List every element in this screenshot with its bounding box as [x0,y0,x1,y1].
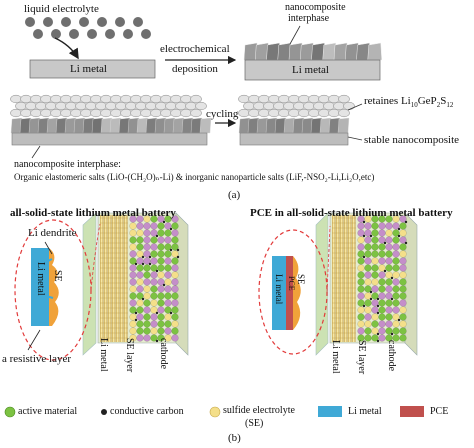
stable-label: stable nanocomposite [364,134,460,146]
caption-line-2: Organic elastomeric salts (LiO-(CH₂O)ₙ-L… [14,172,375,182]
panel-a-label: (a) [228,189,241,201]
cycling-label: cycling [206,108,239,120]
interphase-left [10,117,212,134]
legend-carbon-label: conductive carbon [110,406,184,417]
retains-label: retaines Li10GeP2S12 [364,95,454,110]
li-dendrite-label: Li dendrite [28,227,77,239]
legend-sulfide-label-2: (SE) [245,418,264,429]
stable-pointer [347,136,363,141]
li-metal-slab-right [244,59,381,81]
drop-arrow [54,37,79,60]
battery-left [14,212,189,361]
deposition-label: deposition [172,63,218,75]
legend-pce-label: PCE [430,406,449,417]
li-metal-slab-left [29,59,156,79]
right-vert-se-layer: SE layer [356,340,367,375]
caption-line-1: nanocomposite interphase: [14,159,121,170]
particles-right [238,94,355,118]
legend-active-swatch [4,406,16,418]
base-left [11,132,208,146]
base-right [239,132,349,146]
li-metal-label-right: Li metal [292,64,329,76]
nanocomposite-label: nanocomposite [285,2,346,13]
li-metal-inner-right: Li metal [274,274,284,305]
electrochemical-label: electrochemical [160,43,230,55]
left-vert-cathode: cathode [158,338,169,370]
interphase-pointer [289,25,301,45]
right-vert-li-metal: Li metal [330,340,341,374]
legend-sulfide-swatch [209,406,221,418]
caption-pointer [31,145,41,159]
li-metal-inner-left: Li metal [35,262,46,296]
legend-active-label: active material [18,406,78,417]
panel-b-label: (b) [228,432,241,444]
particles-left [10,94,207,118]
battery-right [258,212,418,356]
left-vert-se-layer: SE layer [124,338,135,373]
legend-carbon-swatch [101,409,107,415]
resistive-layer-label: a resistive layer [2,353,72,365]
right-battery-title: PCE in all-solid-state lithium metal bat… [250,207,453,219]
se-inner-left: SE [52,270,63,282]
se-inner-right: SE [296,274,306,285]
pce-inner: PCE [287,276,296,291]
li-metal-label-left: Li metal [70,63,107,75]
legend-li-label: Li metal [348,406,382,417]
legend-pce-swatch [400,406,424,417]
interphase-right [238,117,350,134]
legend-sulfide-label-1: sulfide electrolyte [223,405,295,416]
liquid-electrolyte-drops [25,17,151,39]
liquid-electrolyte-label: liquid electrolyte [24,3,99,15]
interphase-label: interphase [288,13,330,24]
left-battery-title: all-solid-state lithium metal battery [10,207,176,219]
legend-li-swatch [318,406,342,417]
right-vert-cathode: cathode [386,340,397,372]
nanocomposite-layer-top [243,42,383,61]
retains-pointer [347,103,363,111]
left-vert-li-metal: Li metal [98,338,109,372]
